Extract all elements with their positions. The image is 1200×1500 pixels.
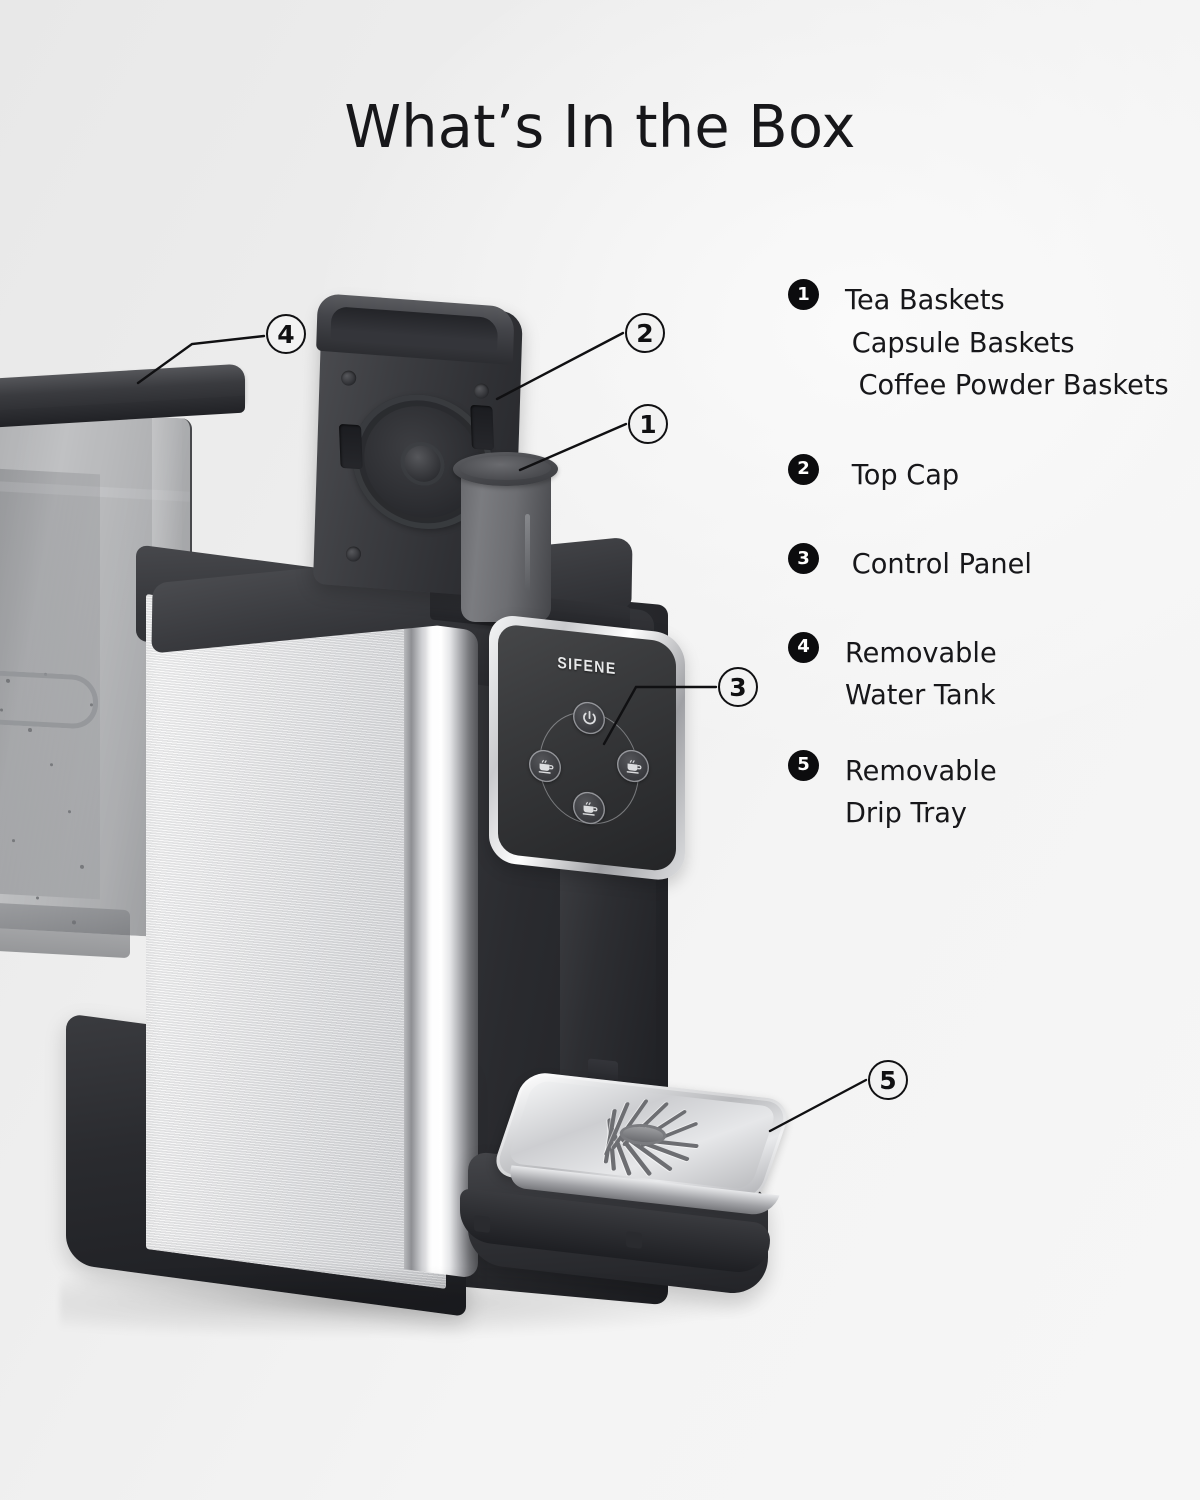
drip-tray-tab-center [626, 1231, 642, 1249]
callout-marker-5[interactable]: 5 [868, 1060, 908, 1100]
coffee-cup-icon [536, 755, 555, 776]
drip-tray-tab-left [474, 1215, 490, 1233]
machine-steel-panel [146, 594, 446, 1289]
basket-rim-opening [460, 456, 551, 480]
basket-body [461, 470, 551, 622]
callout-marker-1[interactable]: 1 [628, 404, 668, 444]
cap-vent-slot-left [339, 424, 363, 469]
coffee-cup-icon [580, 797, 599, 818]
machine-steel-corner-highlight [404, 621, 478, 1279]
water-droplet [36, 896, 39, 900]
floor-shadow [60, 1268, 760, 1338]
control-panel: SIFENE [489, 624, 685, 872]
callout-marker-3[interactable]: 3 [718, 667, 758, 707]
basket-groove [525, 514, 530, 592]
callout-marker-2[interactable]: 2 [625, 313, 665, 353]
coffee-cup-icon [624, 755, 643, 776]
callout-marker-4[interactable]: 4 [266, 314, 306, 354]
water-tank-foot [0, 900, 130, 958]
capsule-basket [453, 452, 563, 632]
power-icon [580, 707, 599, 728]
cap-vent-slot-right [470, 405, 494, 450]
water-tank-handle [0, 668, 98, 730]
